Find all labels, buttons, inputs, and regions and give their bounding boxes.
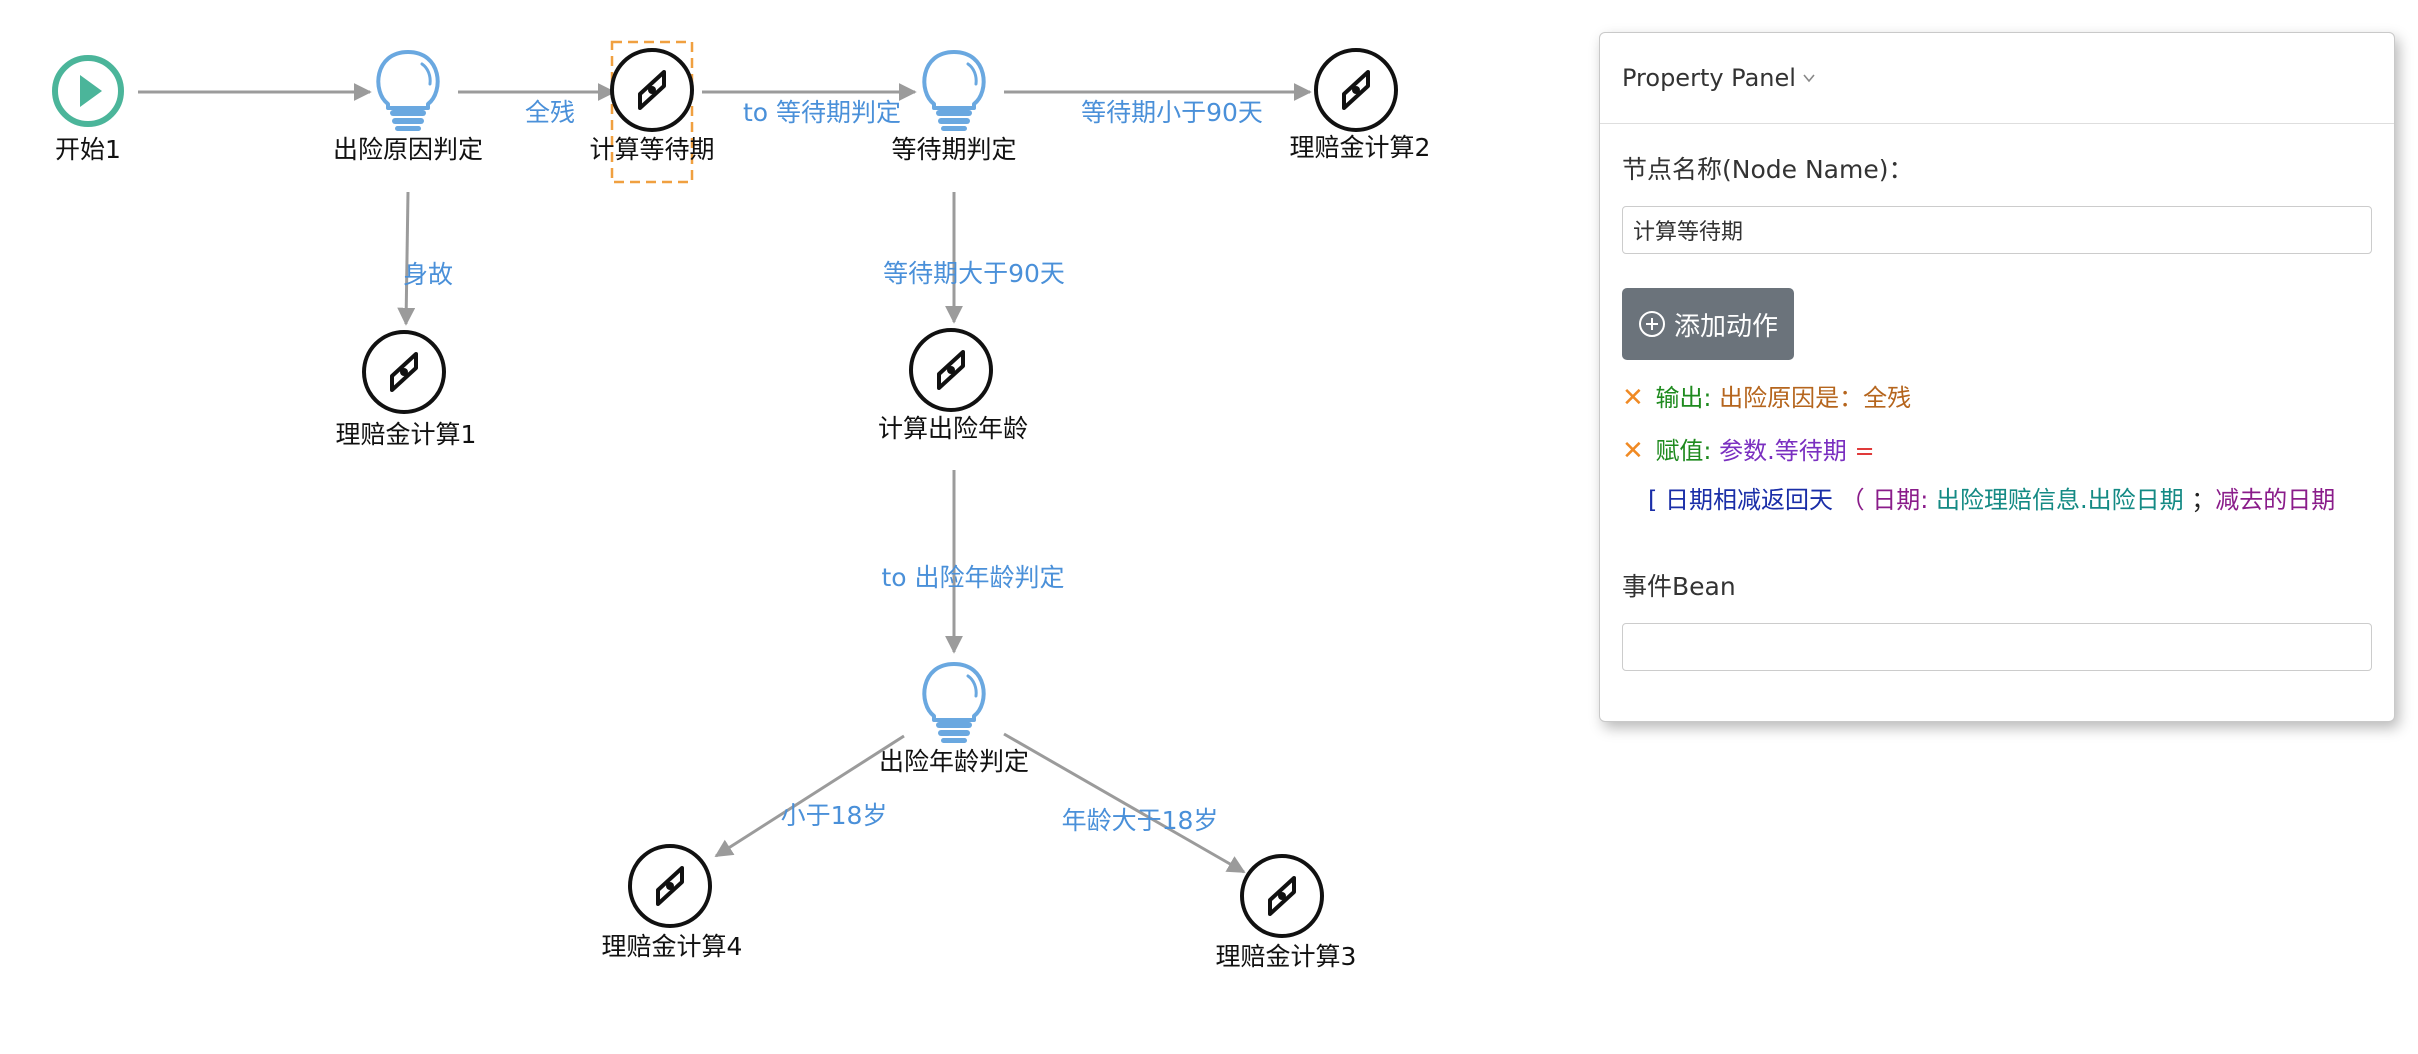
- add-action-label: 添加动作: [1674, 311, 1779, 342]
- compass-icon: [1240, 854, 1324, 938]
- node-calc-age[interactable]: 计算出险年龄: [878, 330, 1028, 443]
- compass-icon: [1314, 48, 1398, 132]
- node-name-label: 节点名称(Node Name)：: [1622, 155, 1914, 184]
- action-kind: 赋值:: [1655, 437, 1712, 465]
- node-label: 理赔金计算2: [1290, 133, 1431, 162]
- plus-circle-icon: [1639, 311, 1665, 337]
- node-claim-calc1[interactable]: 理赔金计算1: [336, 330, 477, 449]
- node-age-decision[interactable]: 出险年龄判定: [879, 662, 1029, 776]
- property-panel: Property Panel 节点名称(Node Name)： 添加动作 ✕ 输…: [1599, 32, 2395, 722]
- node-name-input[interactable]: [1622, 206, 2372, 254]
- panel-body: 节点名称(Node Name)： 添加动作 ✕ 输出: 出险原因是：全残 ✕ 赋…: [1600, 150, 2394, 671]
- add-action-button[interactable]: 添加动作: [1622, 288, 1795, 360]
- selection-box: [610, 40, 694, 184]
- node-label: 出险年龄判定: [879, 747, 1029, 776]
- expr-paren: （: [1840, 486, 1865, 514]
- compass-icon: [911, 330, 991, 410]
- compass-icon: [628, 844, 712, 928]
- node-cause-decision[interactable]: 出险原因判定: [333, 50, 483, 164]
- edge-label-to-waiting-decision: to 等待期判定: [743, 98, 901, 127]
- edge-age-decision-to-claim4[interactable]: [714, 734, 905, 858]
- edge-age-decision-to-claim3[interactable]: [1003, 732, 1246, 874]
- node-label: 开始1: [55, 135, 121, 164]
- expr-function[interactable]: [ 日期相减返回天: [1648, 486, 1833, 514]
- node-calc-waiting[interactable]: 计算等待期: [589, 40, 715, 184]
- expr-separator: ；: [2191, 486, 2216, 514]
- node-label: 理赔金计算3: [1216, 942, 1357, 971]
- edge-label-to-age-decision: to 出险年龄判定: [881, 563, 1064, 592]
- node-claim-calc3[interactable]: 理赔金计算3: [1216, 854, 1357, 971]
- edge-cause-to-claim1[interactable]: [397, 191, 416, 326]
- edge-label-waiting-lt-90: 等待期小于90天: [1081, 98, 1263, 127]
- expr-arg2-label: 减去的日期: [2215, 486, 2336, 514]
- edge-label-under-18: 小于18岁: [781, 801, 888, 830]
- node-label: 计算出险年龄: [878, 414, 1028, 443]
- compass-icon: [362, 330, 446, 414]
- lightbulb-icon: [922, 50, 986, 132]
- event-bean-input[interactable]: [1622, 623, 2372, 671]
- assign-expression[interactable]: [ 日期相减返回天 （ 日期: 出险理赔信息.出险日期 ；减去的日期: [1648, 480, 2372, 515]
- assign-operator: =: [1854, 437, 1875, 465]
- delete-action-icon[interactable]: ✕: [1622, 436, 1644, 466]
- expr-arg1-value[interactable]: 出险理赔信息.出险日期: [1936, 486, 2184, 514]
- node-label: 理赔金计算1: [336, 420, 477, 449]
- compass-icon: [610, 48, 694, 132]
- node-waiting-decision[interactable]: 等待期判定: [891, 50, 1017, 164]
- edge-label-total-disability: 全残: [525, 98, 575, 127]
- panel-header[interactable]: Property Panel: [1600, 33, 2394, 124]
- chevron-down-icon[interactable]: [1802, 71, 1816, 85]
- expr-arg1-label: 日期:: [1872, 486, 1929, 514]
- action-kind: 输出:: [1655, 384, 1712, 412]
- edge-label-age-gt-18: 年龄大于18岁: [1062, 806, 1219, 835]
- delete-action-icon[interactable]: ✕: [1622, 383, 1644, 413]
- flow-diagram-canvas[interactable]: 全残 身故 to 等待期判定 等待期小于90天 等待期大于90天 to 出险年龄…: [0, 0, 1560, 1054]
- event-bean-label: 事件Bean: [1622, 572, 1736, 601]
- action-output-text[interactable]: 出险原因是：全残: [1719, 384, 1912, 412]
- assign-target[interactable]: 参数.等待期: [1719, 437, 1847, 465]
- node-label: 理赔金计算4: [602, 932, 743, 961]
- action-row-assign: ✕ 赋值: 参数.等待期 =: [1622, 431, 2372, 466]
- edge-label-waiting-gt-90: 等待期大于90天: [883, 259, 1065, 288]
- node-start[interactable]: 开始1: [52, 55, 124, 164]
- edge-labels: 全残 身故 to 等待期判定 等待期小于90天 等待期大于90天 to 出险年龄…: [403, 98, 1263, 835]
- node-claim-calc2[interactable]: 理赔金计算2: [1290, 48, 1431, 162]
- edge-label-death: 身故: [403, 260, 453, 289]
- node-label: 等待期判定: [891, 135, 1016, 164]
- node-claim-calc4[interactable]: 理赔金计算4: [602, 844, 743, 961]
- edges: [138, 83, 1312, 874]
- node-label: 计算等待期: [589, 135, 714, 164]
- lightbulb-icon: [376, 50, 440, 132]
- node-label: 出险原因判定: [333, 135, 483, 164]
- lightbulb-icon: [922, 662, 986, 744]
- action-row-output: ✕ 输出: 出险原因是：全残: [1622, 378, 2372, 413]
- panel-title: Property Panel: [1622, 64, 1796, 92]
